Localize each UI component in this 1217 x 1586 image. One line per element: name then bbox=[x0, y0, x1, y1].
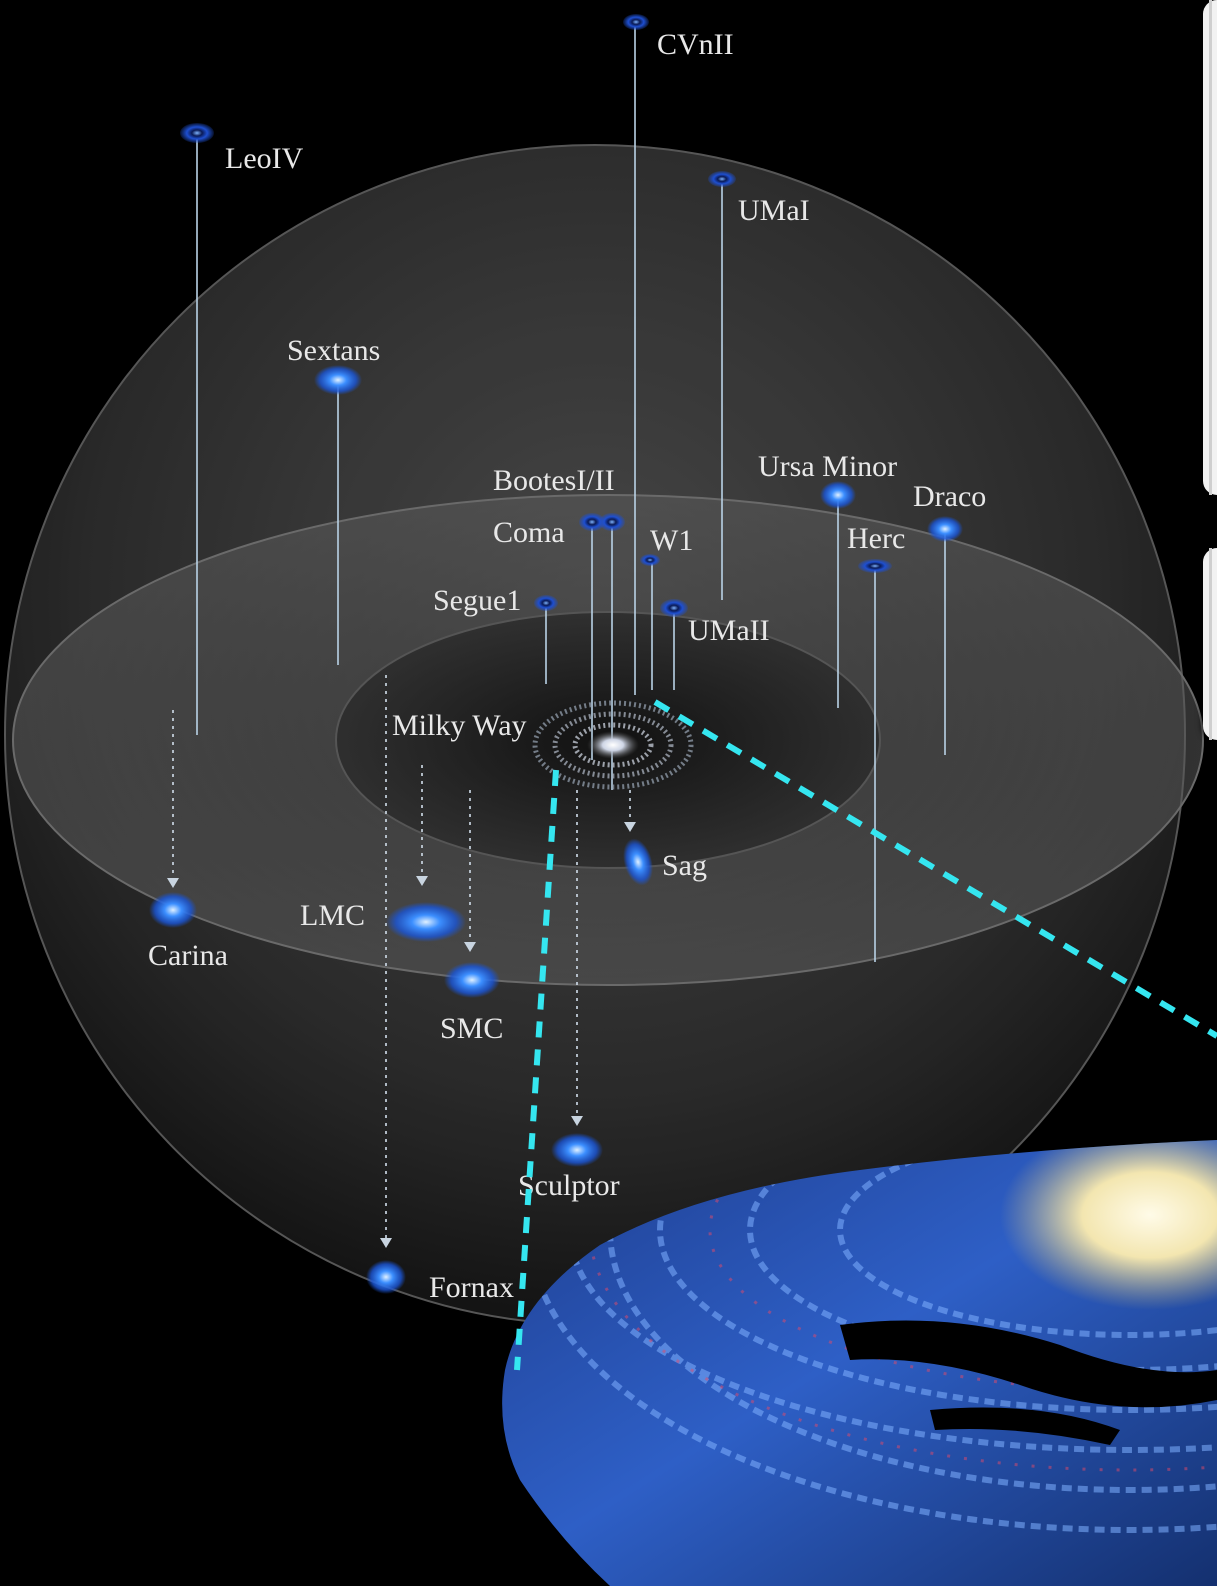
label-coma: Coma bbox=[493, 516, 565, 549]
label-milky-way: Milky Way bbox=[392, 709, 527, 742]
label-carina: Carina bbox=[148, 939, 228, 972]
milky-way-spiral bbox=[532, 700, 694, 790]
sag-galaxy bbox=[623, 838, 653, 886]
cvnii-galaxy bbox=[623, 14, 649, 30]
zoom-connector-lines bbox=[514, 699, 1217, 1371]
satellite-dots-small bbox=[180, 14, 892, 617]
leoiv-galaxy bbox=[180, 123, 214, 143]
galaxy-labels: CVnII LeoIV UMaI Sextans BootesI/II Ursa… bbox=[148, 28, 986, 1304]
satellite-dots-bright bbox=[149, 365, 963, 1294]
side-panel-handle-bottom[interactable] bbox=[1203, 548, 1217, 740]
label-segue1: Segue1 bbox=[433, 584, 521, 617]
draco-galaxy bbox=[927, 516, 963, 542]
drop-lines bbox=[172, 675, 631, 1240]
fornax-galaxy bbox=[366, 1260, 406, 1294]
label-cvnii: CVnII bbox=[657, 28, 734, 61]
label-herc: Herc bbox=[847, 522, 905, 555]
lmc-galaxy bbox=[386, 902, 466, 942]
sextans-galaxy bbox=[314, 365, 362, 395]
side-panel-handle-top[interactable] bbox=[1203, 0, 1217, 495]
label-smc: SMC bbox=[440, 1012, 503, 1045]
umaii-galaxy bbox=[660, 599, 688, 617]
w1-galaxy bbox=[640, 554, 660, 566]
smc-galaxy bbox=[444, 962, 500, 998]
label-umaii: UMaII bbox=[688, 614, 770, 647]
herc-galaxy bbox=[858, 559, 892, 573]
label-fornax: Fornax bbox=[429, 1271, 514, 1304]
coma-galaxy bbox=[579, 513, 605, 531]
label-bootes: BootesI/II bbox=[493, 464, 615, 497]
label-leoiv: LeoIV bbox=[225, 142, 304, 175]
label-w1: W1 bbox=[650, 524, 693, 557]
bootes-galaxy bbox=[599, 513, 625, 531]
segue1-galaxy bbox=[534, 595, 558, 611]
drop-arrowheads bbox=[167, 822, 636, 1248]
carina-galaxy bbox=[149, 892, 197, 928]
label-draco: Draco bbox=[913, 480, 986, 513]
label-sextans: Sextans bbox=[287, 334, 380, 367]
label-umai: UMaI bbox=[738, 194, 810, 227]
label-ursa-minor: Ursa Minor bbox=[758, 450, 897, 483]
label-sculptor: Sculptor bbox=[518, 1169, 620, 1202]
label-sag: Sag bbox=[662, 849, 707, 882]
umai-galaxy bbox=[708, 171, 736, 187]
ursa-minor-galaxy bbox=[820, 481, 856, 509]
sculptor-galaxy bbox=[551, 1133, 603, 1167]
label-lmc: LMC bbox=[300, 899, 365, 932]
